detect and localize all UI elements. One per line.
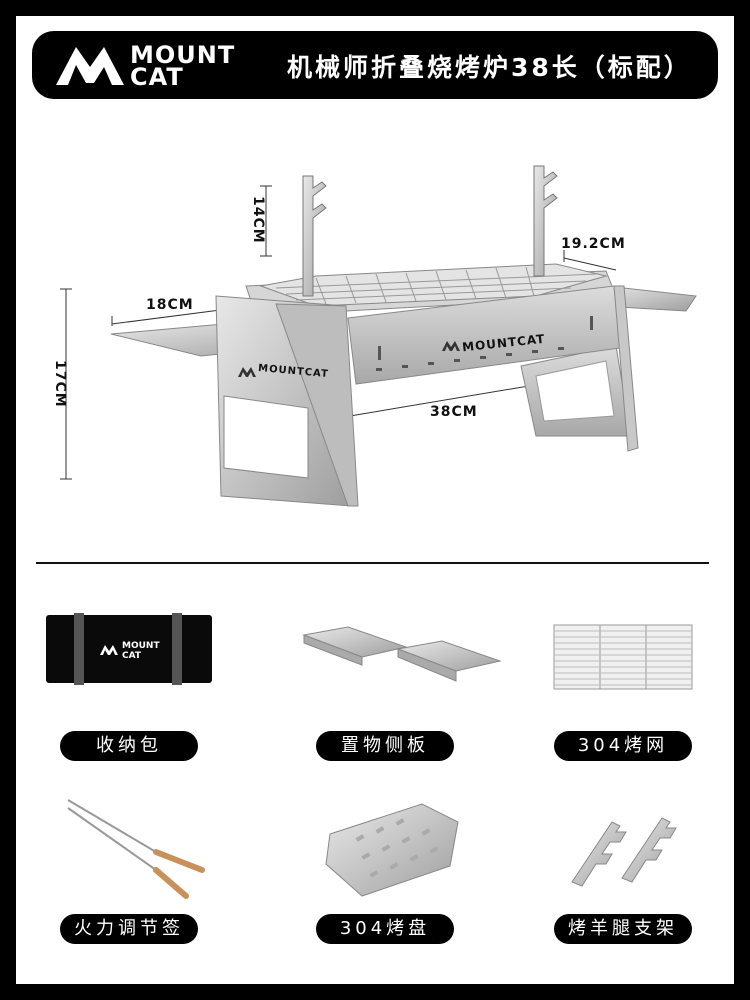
accessory-side-shelves: 置物侧板 — [286, 613, 506, 773]
accessory-grill-net: 304烤网 — [536, 613, 734, 773]
side-shelf-depth-label: 19.2CM — [561, 236, 626, 252]
brand-logo: MOUNT CAT — [54, 41, 264, 91]
lamb-leg-rack-image — [571, 817, 677, 887]
header-banner: MOUNT CAT 机械师折叠烧烤炉38长（标配） — [32, 31, 718, 99]
storage-bag-label: 收纳包 — [60, 731, 198, 761]
product-diagram: MOUNTCAT MOUNTCAT 14CM 18CM 19.2CM 17CM … — [16, 146, 734, 526]
accessory-grill-plate: 304烤盘 — [286, 796, 506, 956]
lamb-leg-rack-label: 烤羊腿支架 — [554, 914, 692, 944]
bag-logo-line1: MOUNT — [122, 641, 160, 651]
accessory-lamb-leg-rack: 烤羊腿支架 — [536, 796, 734, 956]
grill-plate-label: 304烤盘 — [316, 914, 454, 944]
accessory-storage-bag: MOUNT CAT 收纳包 — [28, 613, 248, 773]
grill-plate-image — [325, 803, 459, 897]
side-shelves-image — [302, 626, 502, 682]
brand-name-line2: CAT — [130, 63, 184, 91]
rack-height-label: 14CM — [250, 196, 266, 244]
grill-illustration — [60, 165, 697, 507]
storage-bag-image — [46, 613, 212, 685]
skewers-image — [67, 799, 205, 899]
brand-name-line1: MOUNT — [130, 41, 236, 69]
side-shelf-width-label: 18CM — [146, 297, 194, 313]
skewers-label: 火力调节签 — [60, 914, 198, 944]
accessory-skewers: 火力调节签 — [28, 796, 248, 956]
body-length-label: 38CM — [430, 404, 478, 420]
product-title: 机械师折叠烧烤炉38长（标配） — [287, 53, 692, 82]
bag-logo-line2: CAT — [122, 651, 142, 661]
side-shelves-label: 置物侧板 — [316, 731, 454, 761]
grill-net-label: 304烤网 — [554, 731, 692, 761]
total-height-label: 17CM — [52, 360, 68, 408]
section-divider — [36, 562, 709, 564]
product-card: MOUNT CAT 机械师折叠烧烤炉38长（标配） — [16, 16, 734, 984]
mountain-icon — [56, 47, 124, 85]
grill-net-image — [553, 624, 693, 690]
